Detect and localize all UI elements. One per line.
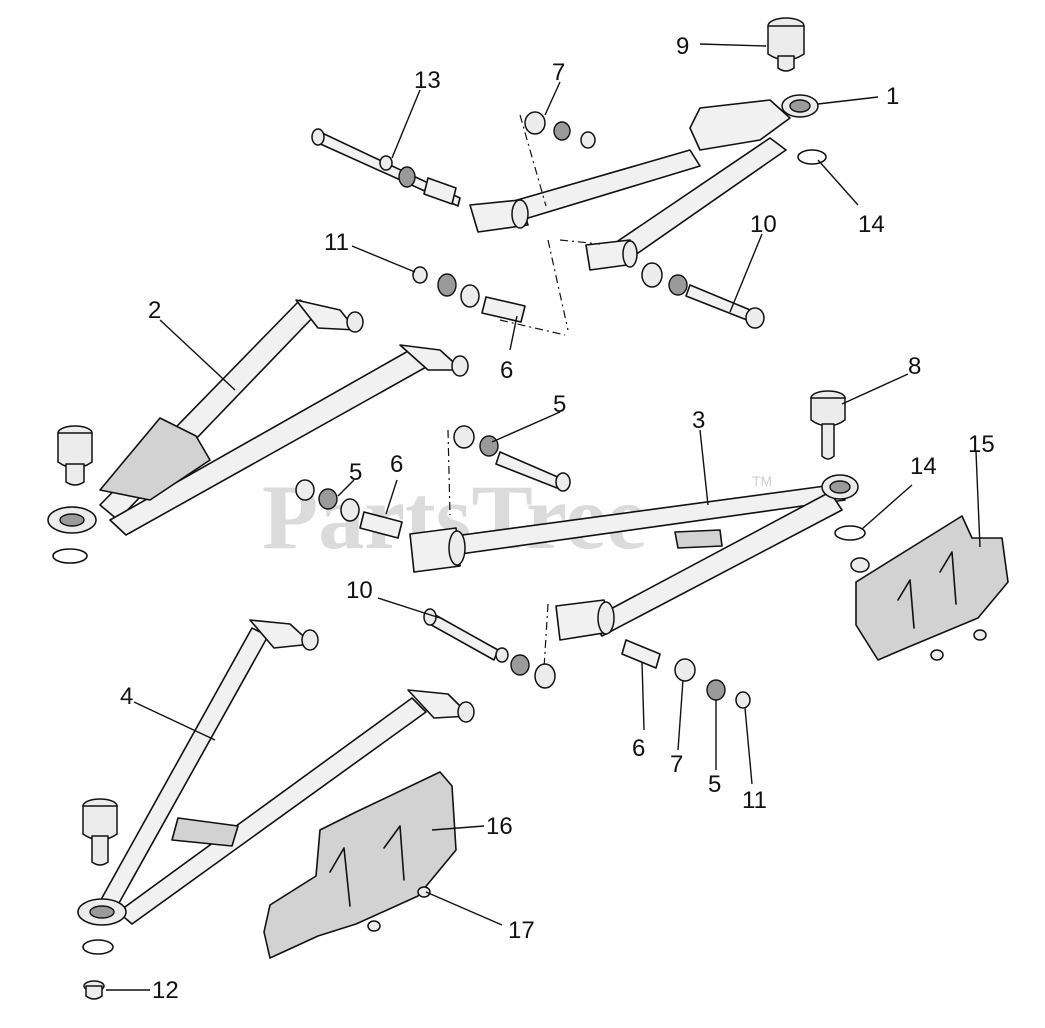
callout-6-lower: 6 <box>632 735 645 762</box>
bolt-and-bushings-top <box>311 111 596 207</box>
callout-2: 2 <box>148 297 161 324</box>
bushings-part3 <box>295 425 571 539</box>
lower-a-arm-4 <box>77 619 475 926</box>
callout-1: 1 <box>886 83 899 110</box>
callout-4: 4 <box>120 683 133 710</box>
bushings-middle <box>412 266 526 323</box>
callout-3: 3 <box>692 407 705 434</box>
callout-15: 15 <box>968 431 995 458</box>
callout-11-upper: 11 <box>324 229 349 256</box>
callout-10-lower: 10 <box>346 577 373 604</box>
callout-7-lower: 7 <box>670 751 683 778</box>
watermark-tm: TM <box>752 473 772 489</box>
callout-5-middle: 5 <box>349 459 362 486</box>
skid-plate-16 <box>263 771 457 959</box>
callout-11-lower: 11 <box>742 787 767 814</box>
bushings-lower-right <box>621 639 751 709</box>
callout-9: 9 <box>676 33 689 60</box>
callout-13: 13 <box>414 67 441 94</box>
lower-a-arm-3 <box>409 474 859 641</box>
centerlines-middle <box>447 429 549 669</box>
snap-ring-14b <box>834 525 866 541</box>
bolt-10-lower <box>423 608 556 689</box>
callout-16: 16 <box>486 813 513 840</box>
callout-10-upper: 10 <box>750 211 777 238</box>
callout-6-upper: 6 <box>500 357 513 384</box>
upper-a-arm-2 <box>47 299 469 536</box>
ball-joint-left-2 <box>57 425 93 486</box>
snap-ring-14a <box>797 149 827 165</box>
callout-7-upper: 7 <box>552 59 565 86</box>
ball-joint-left-4 <box>82 798 118 866</box>
callout-5-lower: 5 <box>708 771 721 798</box>
callout-17: 17 <box>508 917 535 944</box>
callout-12: 12 <box>152 977 179 1004</box>
callout-5-upper: 5 <box>553 391 566 418</box>
bolt-10-top <box>641 262 765 329</box>
callout-numbers: 1 2 3 4 5 5 5 6 6 6 7 7 8 9 10 10 11 11 … <box>120 33 995 1004</box>
leader-lines <box>106 43 981 991</box>
bushing-12 <box>83 980 105 1000</box>
callout-14-upper: 14 <box>858 211 885 238</box>
ball-joint-8 <box>810 390 846 460</box>
snap-ring-left <box>52 548 88 564</box>
callout-6-middle: 6 <box>390 451 403 478</box>
callout-14-lower: 14 <box>910 453 937 480</box>
upper-a-arm-1 <box>469 94 819 271</box>
skid-plate-15 <box>850 515 1009 661</box>
callout-8: 8 <box>908 353 921 380</box>
ball-joint-9 <box>767 17 805 72</box>
snap-ring-lower-left <box>82 939 114 955</box>
